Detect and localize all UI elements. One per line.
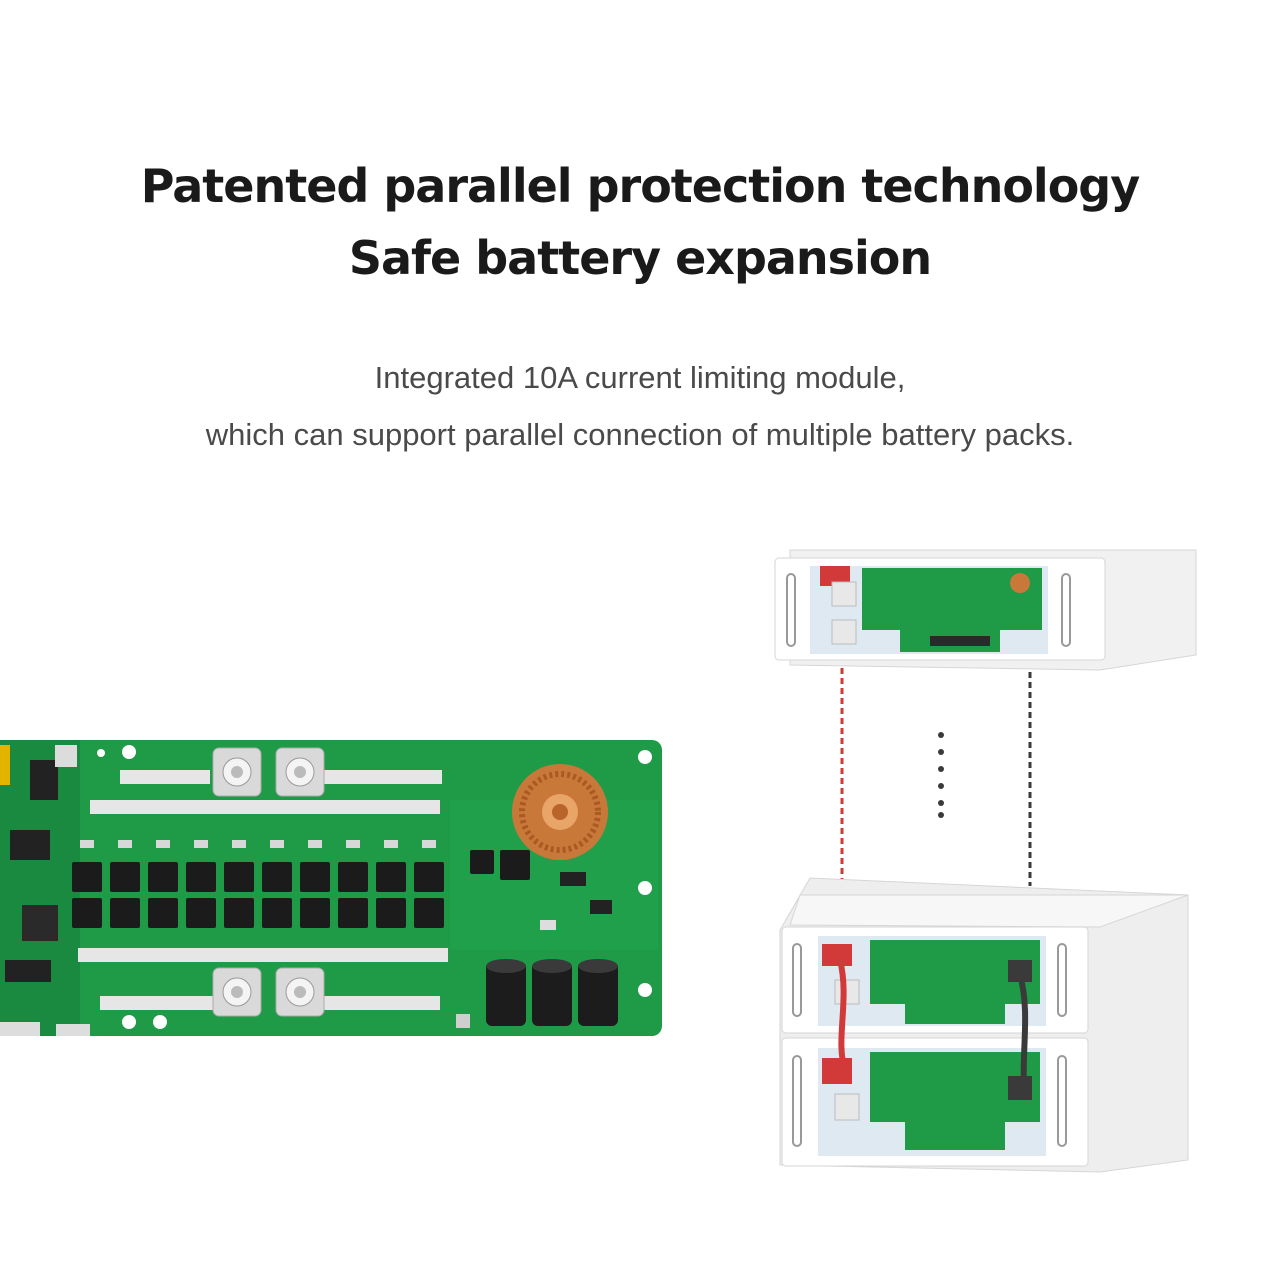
subtitle-line2: which can support parallel connection of… — [205, 417, 1075, 452]
headline-line2: Safe battery expansion — [348, 231, 932, 285]
toroid-coil — [512, 764, 608, 860]
subtitle-line1: Integrated 10A current limiting module, — [374, 360, 906, 395]
parallel-connection-lines — [840, 668, 1032, 902]
headline-line1: Patented parallel protection technology — [140, 159, 1140, 213]
capacitors — [486, 959, 618, 1026]
battery-module-top — [774, 549, 1197, 671]
pcb-board — [0, 740, 662, 1036]
battery-module-stack — [779, 877, 1189, 1173]
